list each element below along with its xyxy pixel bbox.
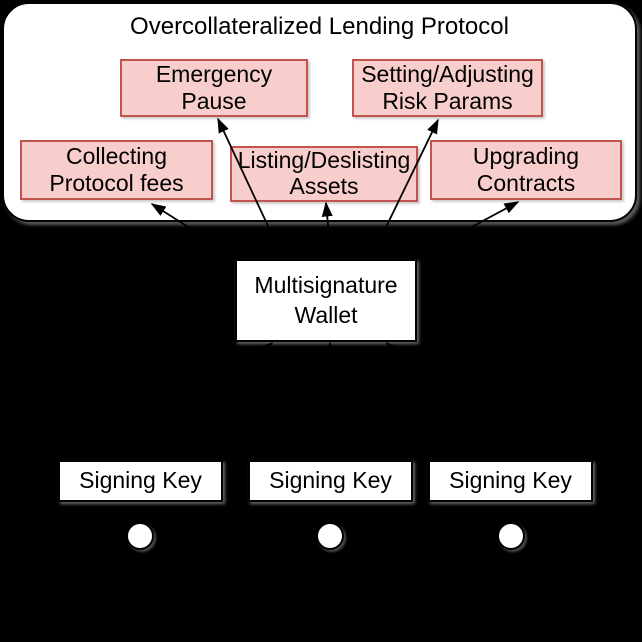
key-holder-circle-1 [126, 522, 154, 550]
node-signing-key-2: Signing Key [248, 460, 413, 502]
node-multisignature-wallet: Multisignature Wallet [235, 259, 417, 342]
node-signing-key-1: Signing Key [58, 460, 223, 502]
node-emergency-pause: Emergency Pause [120, 59, 308, 117]
protocol-title: Overcollateralized Lending Protocol [130, 13, 509, 40]
edge-key3-to-wallet [385, 341, 510, 460]
key-holder-circle-3 [497, 522, 525, 550]
node-risk-params: Setting/Adjusting Risk Params [352, 59, 543, 117]
node-listing-assets: Listing/Deslisting Assets [230, 146, 418, 202]
edge-key1-to-wallet [134, 342, 274, 460]
node-upgrading-contracts: Upgrading Contracts [430, 140, 622, 200]
key-holder-circle-2 [316, 522, 344, 550]
node-signing-key-3: Signing Key [428, 460, 593, 502]
node-collecting-fees: Collecting Protocol fees [20, 140, 213, 200]
